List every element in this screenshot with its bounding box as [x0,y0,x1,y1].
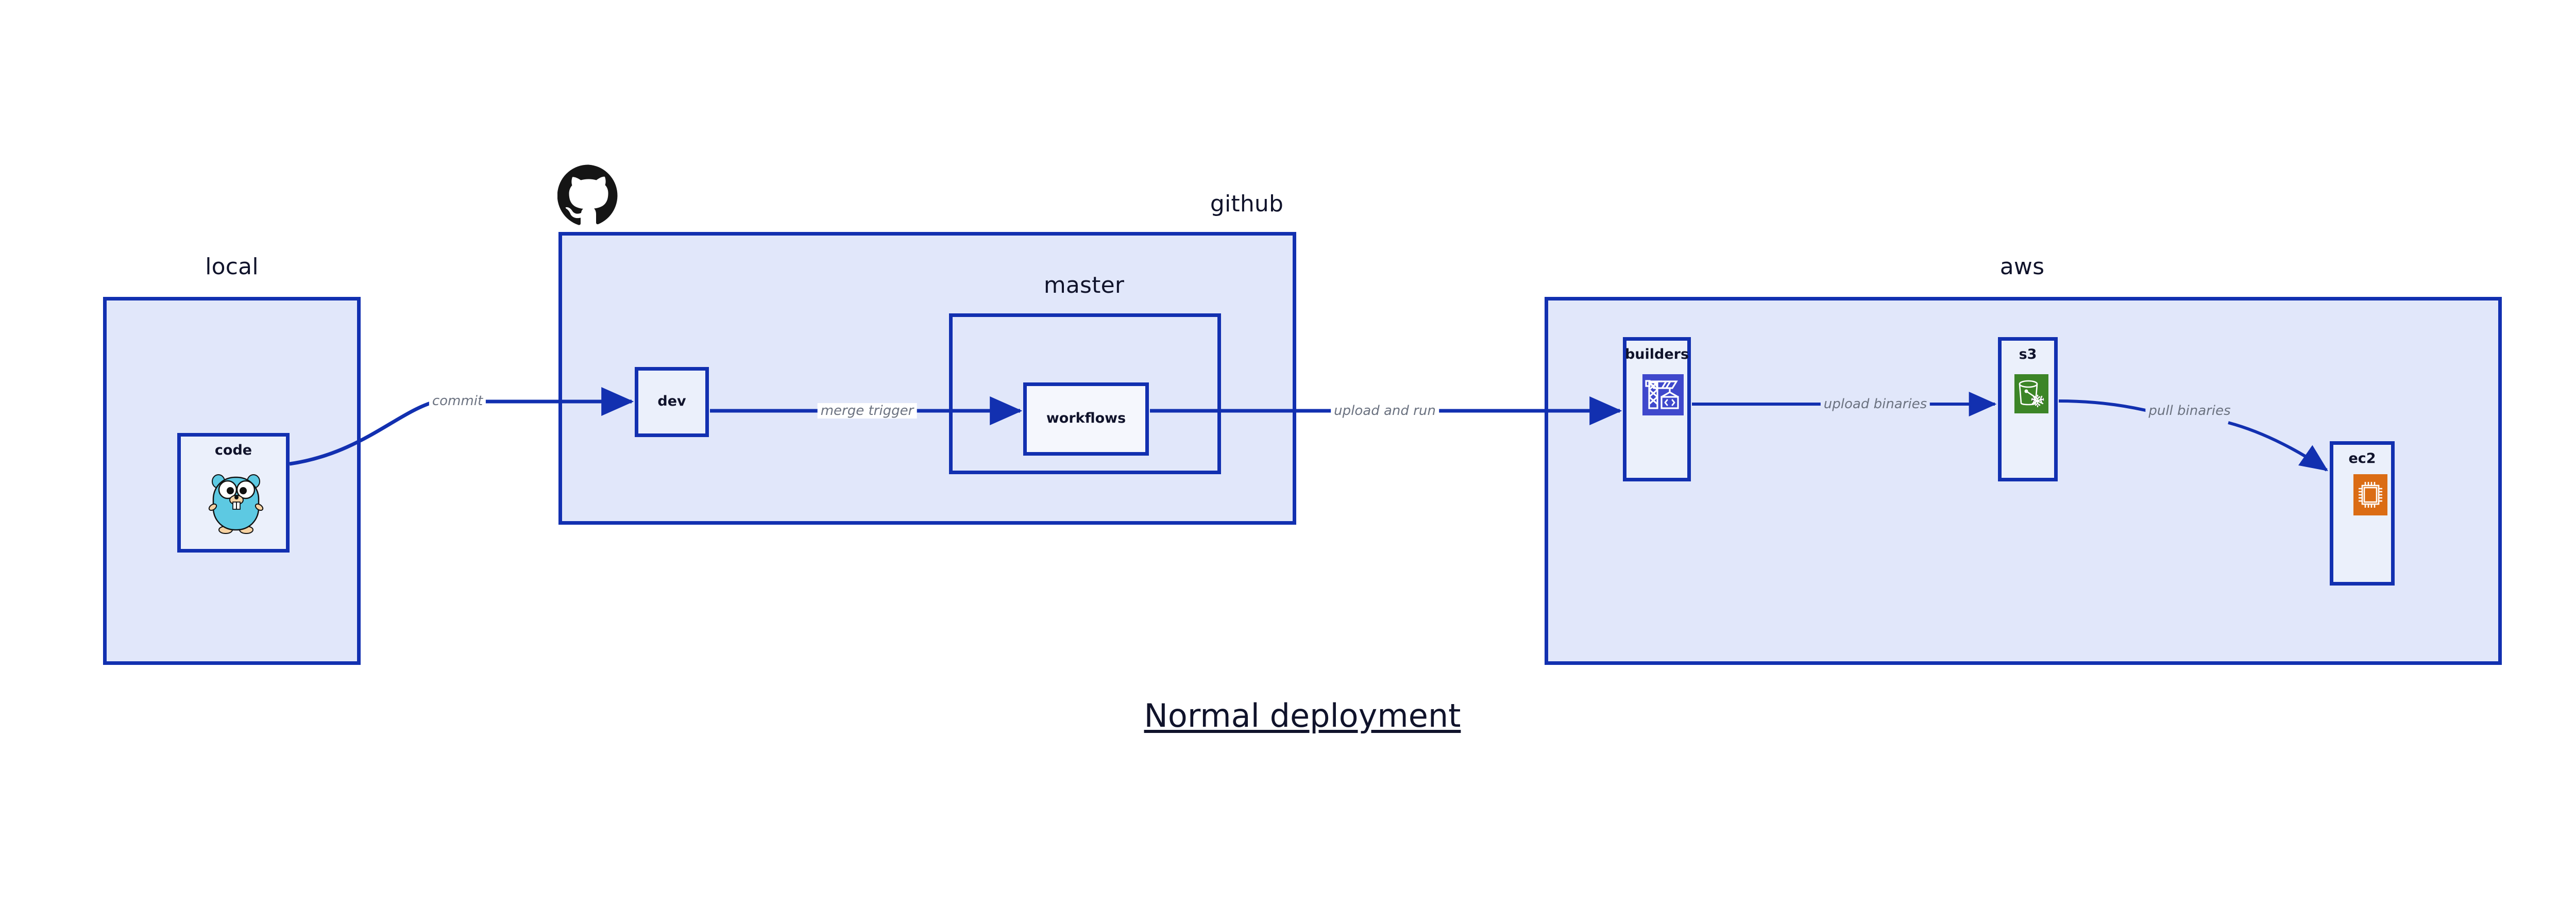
edge-label-commit: commit [429,393,486,409]
edge-label-pull-binaries: pull binaries [2145,403,2234,419]
node-dev[interactable] [635,367,709,437]
node-workflows[interactable] [1023,382,1149,456]
node-label-code: code [214,442,252,458]
edge-label-upload-binaries: upload binaries [1820,396,1930,412]
group-label-aws: aws [1999,254,2045,280]
ec2-chip-icon [2353,474,2387,515]
node-label-dev: dev [657,393,686,409]
node-label-ec2: ec2 [2348,450,2376,466]
go-gopher-icon [205,468,267,534]
github-octocat-icon [557,164,619,226]
node-label-builders: builders [1624,346,1689,362]
codebuild-crane-icon [1642,374,1684,415]
group-label-github: github [1210,191,1284,217]
group-label-master: master [1043,272,1125,298]
group-label-local: local [205,254,259,280]
node-label-workflows: workflows [1046,410,1126,426]
node-label-s3: s3 [2019,346,2037,362]
edge-label-merge-trigger: merge trigger [817,403,917,419]
s3-glacier-bucket-icon [2014,374,2048,413]
diagram-title: Normal deployment [1144,697,1461,734]
edge-label-upload-and-run: upload and run [1331,403,1439,419]
